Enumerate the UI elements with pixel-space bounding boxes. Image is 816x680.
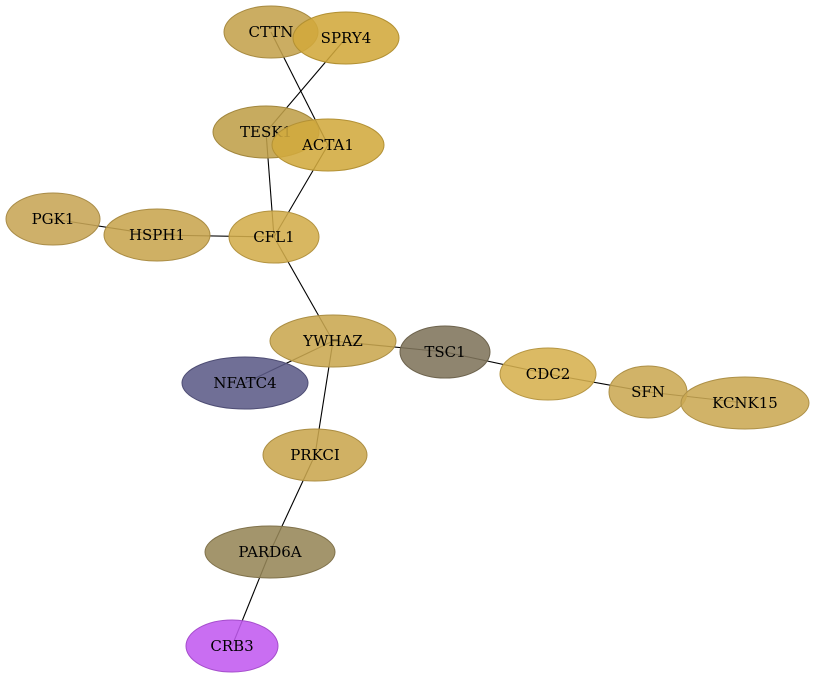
node-ellipse[interactable] bbox=[181, 356, 309, 410]
node-ellipse[interactable] bbox=[228, 210, 320, 264]
node-ywhaz[interactable]: YWHAZ bbox=[269, 314, 397, 368]
node-pard6a[interactable]: PARD6A bbox=[204, 525, 336, 579]
node-label: CRB3 bbox=[210, 637, 253, 655]
edge-layer bbox=[52, 31, 746, 647]
node-label: CFL1 bbox=[253, 228, 294, 246]
node-kcnk15[interactable]: KCNK15 bbox=[680, 376, 810, 430]
node-label: CDC2 bbox=[526, 365, 571, 383]
node-ellipse[interactable] bbox=[262, 428, 368, 482]
node-ellipse[interactable] bbox=[204, 525, 336, 579]
node-ellipse[interactable] bbox=[292, 11, 400, 65]
node-label: PARD6A bbox=[238, 543, 301, 561]
node-ellipse[interactable] bbox=[5, 192, 101, 246]
node-ellipse[interactable] bbox=[103, 208, 211, 262]
node-hsph1[interactable]: HSPH1 bbox=[103, 208, 211, 262]
node-label: SPRY4 bbox=[321, 29, 372, 47]
node-label: ACTA1 bbox=[301, 136, 354, 154]
node-label: CTTN bbox=[249, 23, 294, 41]
node-cdc2[interactable]: CDC2 bbox=[499, 347, 597, 401]
node-tsc1[interactable]: TSC1 bbox=[399, 325, 491, 379]
node-ellipse[interactable] bbox=[680, 376, 810, 430]
node-ellipse[interactable] bbox=[269, 314, 397, 368]
node-pgk1[interactable]: PGK1 bbox=[5, 192, 101, 246]
node-ellipse[interactable] bbox=[499, 347, 597, 401]
node-cfl1[interactable]: CFL1 bbox=[228, 210, 320, 264]
node-crb3[interactable]: CRB3 bbox=[185, 619, 279, 673]
node-ellipse[interactable] bbox=[271, 118, 385, 172]
node-label: PRKCI bbox=[290, 446, 340, 464]
node-label: KCNK15 bbox=[712, 394, 778, 412]
node-prkci[interactable]: PRKCI bbox=[262, 428, 368, 482]
node-label: HSPH1 bbox=[129, 226, 185, 244]
node-spry4[interactable]: SPRY4 bbox=[292, 11, 400, 65]
node-nfatc4[interactable]: NFATC4 bbox=[181, 356, 309, 410]
node-label: TSC1 bbox=[424, 343, 465, 361]
node-label: NFATC4 bbox=[213, 374, 276, 392]
node-sfn[interactable]: SFN bbox=[608, 365, 688, 419]
node-ellipse[interactable] bbox=[185, 619, 279, 673]
node-ellipse[interactable] bbox=[399, 325, 491, 379]
node-label: YWHAZ bbox=[302, 332, 363, 350]
node-label: SFN bbox=[631, 383, 665, 401]
node-label: PGK1 bbox=[32, 210, 75, 228]
node-acta1[interactable]: ACTA1 bbox=[271, 118, 385, 172]
